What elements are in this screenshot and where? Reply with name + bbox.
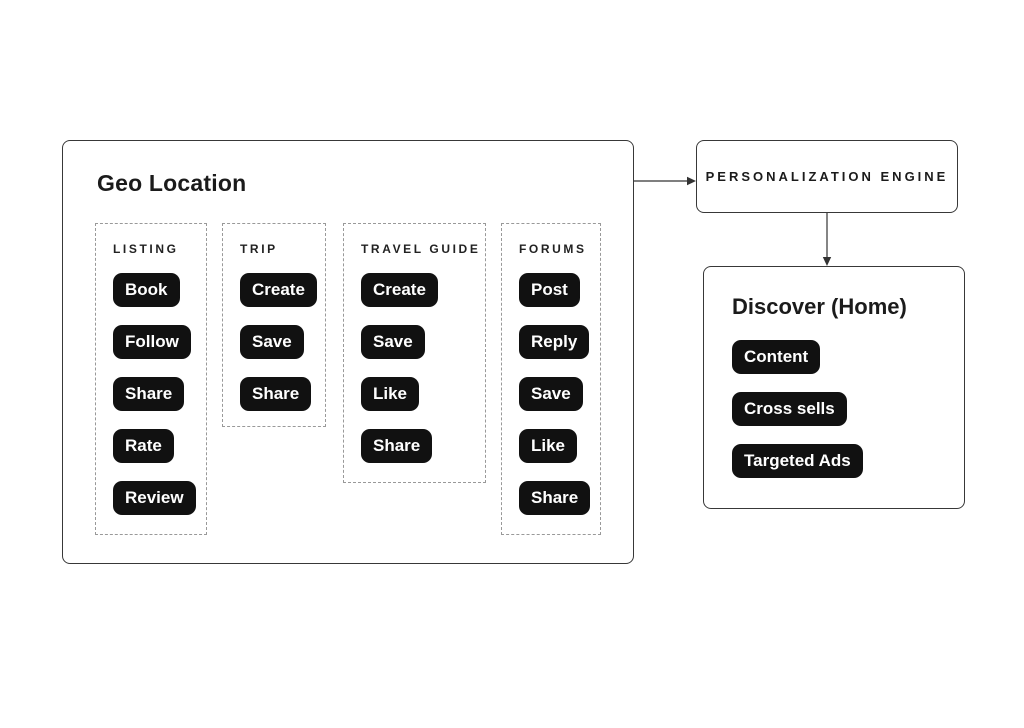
arrow-engine-to-discover-icon (822, 213, 832, 266)
discover-home-box: Discover (Home) Content Cross sells Targ… (703, 266, 965, 509)
group-listing: LISTING Book Follow Share Rate Review (95, 223, 207, 535)
group-travel-guide: TRAVEL GUIDE Create Save Like Share (343, 223, 486, 483)
action-pill-review: Review (113, 481, 196, 515)
action-pill-post: Post (519, 273, 580, 307)
action-pill-share: Share (519, 481, 591, 515)
group-listing-label: LISTING (113, 242, 179, 256)
action-pill-follow: Follow (113, 325, 191, 359)
action-pill-book: Book (113, 273, 180, 307)
action-pill-save: Save (361, 325, 425, 359)
personalization-engine-box: PERSONALIZATION ENGINE (696, 140, 958, 213)
discover-pill-targeted-ads: Targeted Ads (732, 444, 863, 478)
discover-pill-cross-sells: Cross sells (732, 392, 847, 426)
action-pill-like: Like (519, 429, 578, 463)
action-pill-like: Like (361, 377, 420, 411)
group-forums-label: FORUMS (519, 242, 587, 256)
discover-home-title: Discover (Home) (732, 294, 907, 319)
action-pill-save: Save (519, 377, 583, 411)
action-pill-share: Share (113, 377, 185, 411)
action-pill-create: Create (361, 273, 438, 307)
action-pill-reply: Reply (519, 325, 590, 359)
action-pill-share: Share (361, 429, 433, 463)
action-pill-save: Save (240, 325, 304, 359)
group-trip: TRIP Create Save Share (222, 223, 326, 427)
group-forums: FORUMS Post Reply Save Like Share (501, 223, 601, 535)
arrow-geo-to-engine-icon (634, 176, 696, 186)
group-travel-guide-label: TRAVEL GUIDE (361, 242, 481, 256)
action-pill-rate: Rate (113, 429, 174, 463)
discover-pill-content: Content (732, 340, 821, 374)
group-trip-label: TRIP (240, 242, 278, 256)
action-pill-share: Share (240, 377, 312, 411)
personalization-engine-label: PERSONALIZATION ENGINE (705, 169, 949, 184)
action-pill-create: Create (240, 273, 317, 307)
geo-location-title: Geo Location (97, 170, 247, 196)
geo-location-box: Geo Location LISTING Book Follow Share R… (62, 140, 634, 564)
